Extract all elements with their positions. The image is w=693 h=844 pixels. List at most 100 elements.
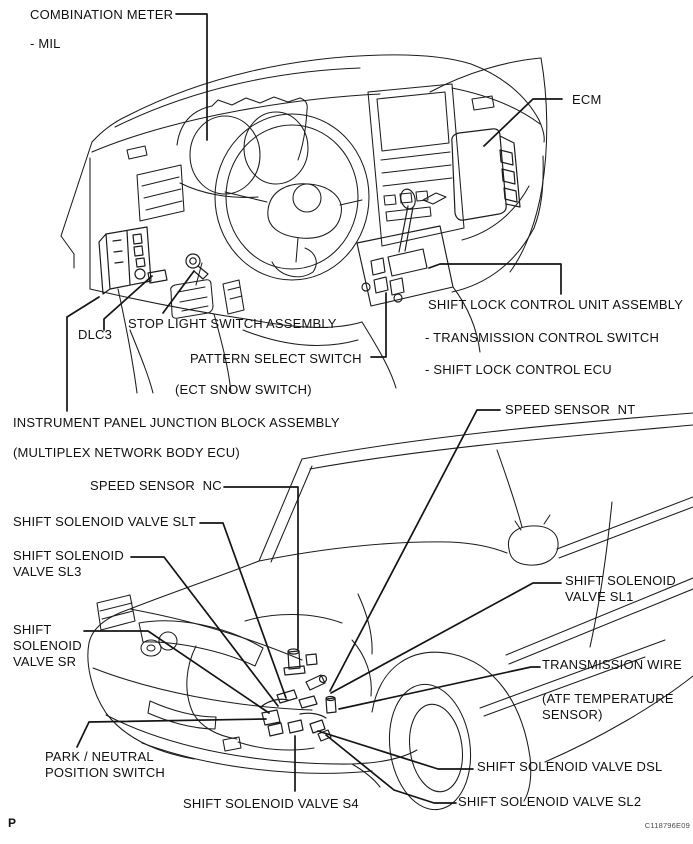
beltline-2 [559, 507, 693, 558]
label-solenoid-slt: SHIFT SOLENOID VALVE SLT [13, 514, 196, 529]
leader-lines-vehicle [77, 410, 561, 803]
label-ecm: ECM [572, 92, 602, 107]
transmission-components [262, 649, 336, 741]
pedals [171, 263, 244, 318]
door-seam [590, 502, 612, 647]
column-shroud [272, 248, 316, 277]
solenoid-row-b [299, 696, 317, 708]
inner-fender [358, 594, 372, 654]
nav-screen [377, 92, 449, 151]
engine-bay-3 [352, 640, 371, 696]
speed-sensor-nt-leader [330, 410, 500, 691]
wheel-spokes [225, 192, 362, 262]
solenoid-dsl-part [310, 720, 325, 733]
junction-block-unit [99, 227, 151, 294]
roof-inner [310, 425, 693, 469]
speed-sensor-nt-part [306, 675, 325, 690]
accel-pedal [223, 280, 244, 314]
wheel-arch [372, 652, 531, 801]
stack-buttons [384, 191, 428, 205]
label-transmission-wire: TRANSMISSION WIRE [542, 657, 682, 672]
gauge-right [244, 112, 308, 184]
bumper-lip [142, 743, 372, 773]
combination-meter-leader [176, 14, 207, 140]
solenoid-sl2-leader [326, 735, 456, 803]
front-rim [404, 701, 468, 795]
solenoid-slt-leader [200, 523, 286, 698]
ecm-connectors [500, 150, 517, 202]
label-dlc3: DLC3 [78, 327, 113, 342]
side-glass-edge [497, 450, 522, 527]
label-solenoid-sl2: SHIFT SOLENOID VALVE SL2 [458, 794, 642, 809]
underbody-line [352, 764, 380, 787]
glovebox-curve [462, 186, 529, 240]
right-vent-slot [472, 96, 494, 110]
wheel-hub [268, 184, 342, 239]
connector-cube [306, 654, 317, 665]
door-edge-right [510, 58, 547, 272]
speed-sensor-nc-part [284, 651, 305, 675]
label-solenoid-sr: SHIFT SOLENOID VALVE SR [13, 622, 82, 669]
solenoid-s4-part [288, 720, 303, 733]
dash-top-edge [92, 94, 380, 152]
emblem-outer [141, 640, 161, 656]
shift-gate [388, 249, 427, 276]
label-combination-meter: COMBINATION METER [30, 7, 174, 22]
solenoid-row-a [277, 690, 297, 703]
right-pillar [471, 64, 544, 142]
dash-bottom-edge [90, 289, 362, 327]
figure-code: C118796E09 [644, 821, 690, 830]
engine-bay-4 [238, 742, 314, 750]
solenoid-sl1-leader [331, 583, 561, 693]
center-stack [368, 84, 464, 246]
dash-right-lower [452, 156, 543, 292]
vehicle-line-art [88, 413, 693, 815]
label-speed-sensor-nt: SPEED SENSOR NT [505, 402, 636, 417]
junction-block-leader [67, 297, 99, 411]
door-mirror [508, 526, 558, 565]
dash-top-right [452, 88, 540, 124]
label-mil: - MIL [30, 36, 61, 51]
roof-outer [302, 413, 693, 459]
shift-lever [399, 206, 413, 252]
floor-line-3 [214, 314, 231, 393]
stop-light-switch-part [186, 254, 208, 279]
label-solenoid-dsl: SHIFT SOLENOID VALVE DSL [477, 759, 663, 774]
fender-top [130, 609, 302, 660]
ecm-leader [484, 99, 562, 146]
rocker-1 [480, 640, 665, 708]
label-solenoid-sl3: SHIFT SOLENOID VALVE SL3 [13, 548, 124, 579]
fuse-details [113, 234, 145, 267]
leader-lines-interior [67, 14, 562, 411]
label-atf-sensor: (ATF TEMPERATURE SENSOR) [542, 691, 674, 722]
label-speed-sensor-nc: SPEED SENSOR NC [90, 478, 222, 493]
floor-line-1 [130, 330, 153, 393]
solenoid-sl3-leader [131, 557, 278, 706]
label-pattern-select-switch: PATTERN SELECT SWITCH [190, 351, 362, 366]
beltline-1 [557, 497, 693, 549]
solenoid-sr-leader [84, 631, 269, 713]
stop-light-switch-leader [163, 271, 194, 313]
label-junction-block: INSTRUMENT PANEL JUNCTION BLOCK ASSEMBLY [13, 415, 340, 430]
engine-bay-1 [187, 646, 237, 739]
cluster-hood [177, 97, 307, 160]
shift-lock-unit-detail [371, 258, 404, 295]
pnp-switch-leader [77, 719, 266, 747]
front-tire [382, 679, 479, 815]
solenoid-sl2-part [318, 730, 331, 741]
defroster-slot [127, 146, 147, 159]
door-molding-1 [506, 578, 693, 655]
interior-line-art [61, 55, 547, 393]
a-pillar-outer [259, 459, 302, 561]
shifter-console [357, 188, 453, 306]
a-pillar-inner [271, 466, 312, 562]
shift-lock-leader [429, 264, 561, 294]
ecm-unit [452, 129, 520, 220]
bumper-lower [106, 715, 417, 764]
door-molding-2 [509, 589, 693, 664]
tow-hook-cover [223, 737, 241, 751]
label-solenoid-sl1: SHIFT SOLENOID VALVE SL1 [565, 573, 676, 604]
floor-line-2 [118, 289, 137, 393]
